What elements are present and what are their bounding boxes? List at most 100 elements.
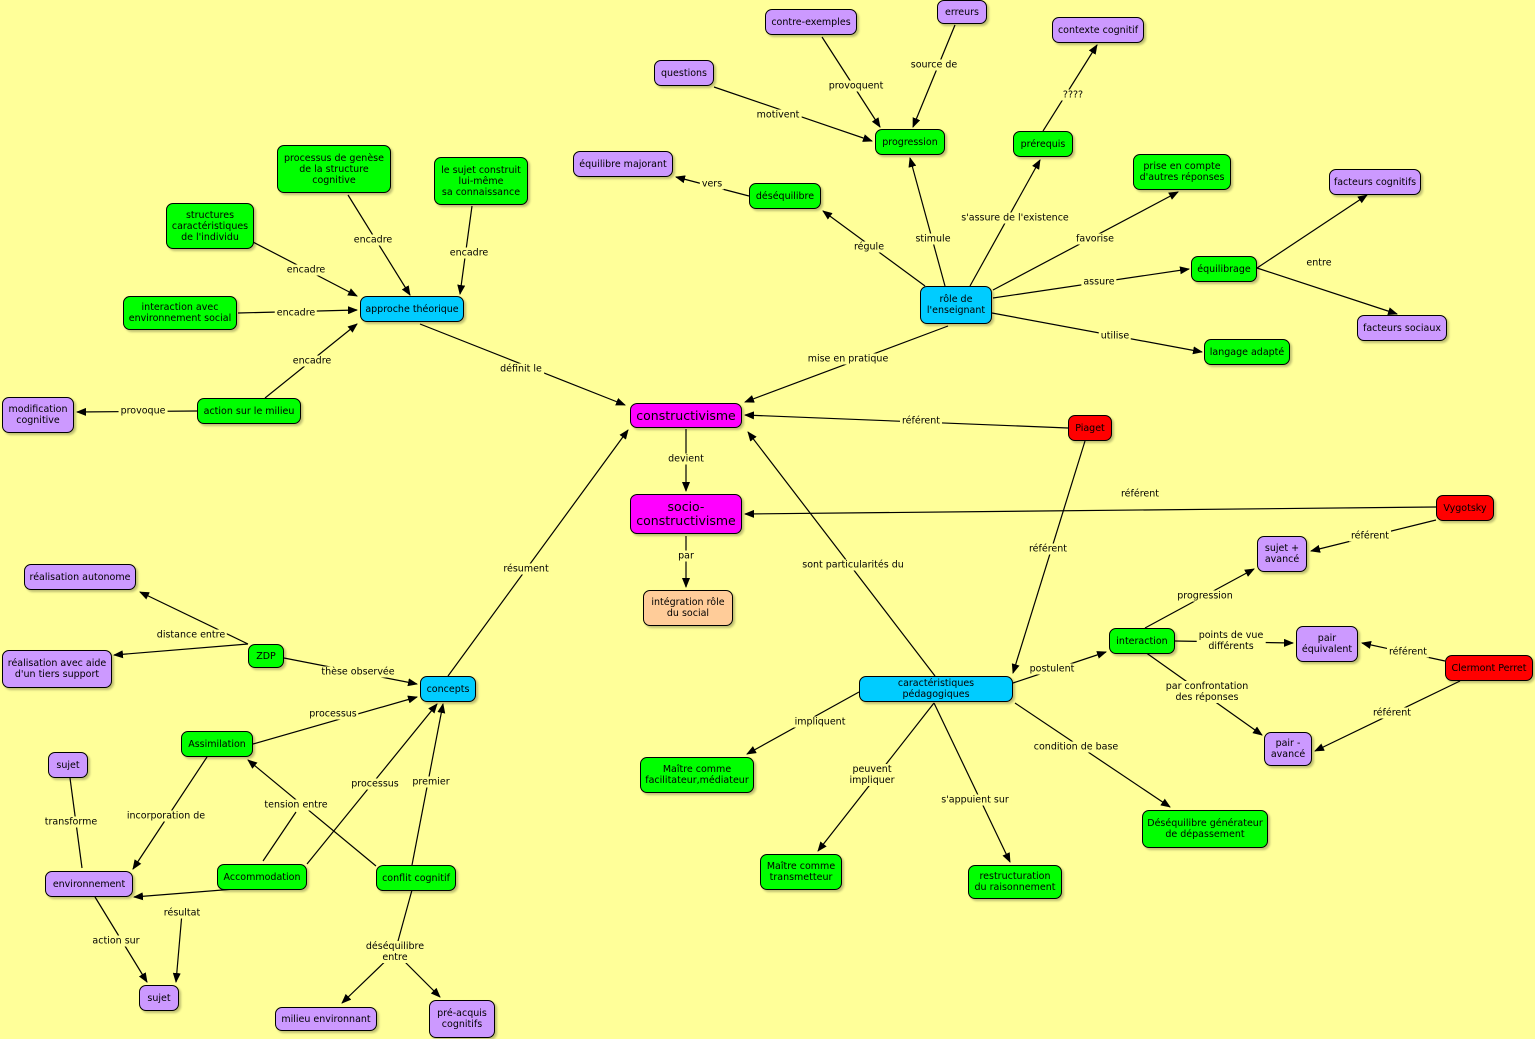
node-maitre-facilitateur[interactable]: Maître comme facilitateur,médiateur — [640, 757, 754, 793]
node-action-milieu[interactable]: action sur le milieu — [197, 398, 301, 424]
connector-label: encadre — [351, 234, 395, 246]
connector-label: définit le — [498, 363, 544, 375]
connector-label: premier — [410, 776, 452, 788]
node-accommodation[interactable]: Accommodation — [217, 864, 307, 890]
node-erreurs[interactable]: erreurs — [937, 0, 987, 24]
connector-label: processus — [307, 708, 359, 720]
node-interaction-env[interactable]: interaction avec environnement social — [123, 296, 237, 330]
node-sujet2[interactable]: sujet — [139, 985, 179, 1011]
connector-label: condition de base — [1031, 741, 1121, 753]
node-milieu-env[interactable]: milieu environnant — [275, 1007, 377, 1031]
node-integration[interactable]: intégration rôle du social — [643, 590, 733, 626]
connector-8 — [1011, 440, 1086, 674]
node-restructuration[interactable]: restructuration du raisonnement — [968, 865, 1062, 899]
node-piaget[interactable]: Piaget — [1068, 415, 1112, 441]
node-pair-equivalent[interactable]: pair équivalent — [1296, 626, 1358, 662]
connector-label: favorise — [1074, 233, 1116, 245]
connector-label: par confrontation des réponses — [1163, 681, 1251, 703]
connector-label: par — [676, 550, 696, 562]
node-environnement[interactable]: environnement — [45, 871, 133, 897]
node-sujet-construit[interactable]: le sujet construit lui-même sa connaissa… — [434, 157, 528, 205]
node-zdp[interactable]: ZDP — [248, 644, 284, 668]
connector-label: provoque — [118, 405, 168, 417]
connector-6 — [447, 429, 629, 677]
node-desequilibre[interactable]: déséquilibre — [749, 183, 821, 209]
node-realisation-aide[interactable]: réalisation avec aide d'un tiers support — [2, 650, 112, 688]
connector-label: points de vue différents — [1196, 630, 1266, 652]
connector-label: encadre — [284, 264, 328, 276]
connector-label: utilise — [1098, 330, 1132, 342]
node-role[interactable]: rôle de l'enseignant — [920, 286, 992, 324]
node-modification[interactable]: modification cognitive — [2, 397, 74, 433]
node-constructivisme[interactable]: constructivisme — [630, 403, 742, 428]
node-caracteristiques[interactable]: caractéristiques pédagogiques — [859, 676, 1013, 702]
connector-4 — [744, 506, 1437, 518]
node-approche[interactable]: approche théorique — [360, 296, 464, 322]
connector-label: incorporation de — [124, 810, 208, 822]
connector-label: référent — [1026, 543, 1070, 555]
connector-label: ???? — [1060, 89, 1086, 101]
node-assimilation[interactable]: Assimilation — [181, 731, 253, 757]
connector-label: provoquent — [826, 80, 886, 92]
connector-label: mise en pratique — [805, 353, 891, 365]
connector-17 — [1042, 44, 1098, 132]
node-structures[interactable]: structures caractéristiques de l'individ… — [166, 203, 254, 249]
connector-label: s'appuient sur — [939, 794, 1011, 806]
node-equilibrage[interactable]: équilibrage — [1191, 256, 1257, 282]
connector-27 — [991, 312, 1203, 355]
connector-31 — [252, 695, 418, 745]
node-facteurs-soc[interactable]: facteurs sociaux — [1357, 315, 1447, 341]
node-prise-compte[interactable]: prise en compte d'autres réponses — [1133, 154, 1231, 190]
connector-label: transforme — [42, 816, 100, 828]
connector-label: référent — [899, 415, 943, 427]
node-facteurs-cog[interactable]: facteurs cognitifs — [1329, 169, 1421, 195]
connector-label: peuvent impliquer — [847, 764, 897, 786]
connector-label: postulent — [1027, 663, 1077, 675]
connector-label: impliquent — [792, 716, 848, 728]
node-pair-avance[interactable]: pair - avancé — [1264, 732, 1312, 766]
node-concepts[interactable]: concepts — [420, 676, 476, 702]
node-sujet-avance[interactable]: sujet + avancé — [1257, 536, 1307, 572]
node-vygotsky[interactable]: Vygotsky — [1436, 495, 1494, 521]
connector-label: référent — [1386, 646, 1430, 658]
node-interaction[interactable]: interaction — [1109, 628, 1175, 654]
node-realisation-auto[interactable]: réalisation autonome — [24, 564, 136, 590]
node-progression[interactable]: progression — [875, 129, 945, 155]
connector-29 — [113, 643, 249, 659]
node-contre-exemples[interactable]: contre-exemples — [765, 9, 857, 35]
connector-7 — [747, 431, 936, 677]
connector-label: vers — [699, 178, 725, 190]
node-socio[interactable]: socio- constructivisme — [630, 494, 742, 534]
connector-21 — [908, 157, 946, 287]
connector-label: résument — [501, 563, 551, 575]
connector-label: progression — [1175, 590, 1235, 602]
node-maitre-transmetteur[interactable]: Maître comme transmetteur — [760, 854, 842, 890]
connector-28 — [139, 591, 249, 645]
connector-label: encadre — [274, 307, 318, 319]
connector-label: référent — [1348, 530, 1392, 542]
connector-label: action sur — [90, 935, 142, 947]
connector-34 — [247, 759, 377, 867]
node-desequilibre-gen[interactable]: Déséquilibre générateur de dépassement — [1142, 810, 1268, 848]
node-prerequis[interactable]: prérequis — [1013, 131, 1073, 157]
connector-label: source de — [908, 59, 960, 71]
connector-54 — [933, 702, 1011, 863]
connector-label: encadre — [290, 355, 334, 367]
node-langage[interactable]: langage adapté — [1204, 339, 1290, 365]
connector-label: référent — [1118, 488, 1162, 500]
node-preacquis[interactable]: pré-acquis cognitifs — [429, 1000, 495, 1038]
connector-label: tension entre — [262, 799, 330, 811]
node-processus-genese[interactable]: processus de genèse de la structure cogn… — [277, 145, 391, 193]
node-sujet1[interactable]: sujet — [48, 752, 88, 778]
node-clermont[interactable]: Clermont Perret — [1445, 655, 1533, 681]
connector-label: assure — [1081, 276, 1117, 288]
connector-label: résultat — [161, 907, 203, 919]
node-conflit[interactable]: conflit cognitif — [376, 865, 456, 891]
connector-label: devient — [666, 453, 706, 465]
node-equilibre-majorant[interactable]: équilibre majorant — [573, 151, 673, 177]
connector-26 — [1256, 267, 1398, 315]
connector-label: régule — [851, 241, 887, 253]
connector-label: motivent — [754, 109, 802, 121]
node-contexte[interactable]: contexte cognitif — [1052, 17, 1144, 43]
node-questions[interactable]: questions — [654, 60, 714, 86]
